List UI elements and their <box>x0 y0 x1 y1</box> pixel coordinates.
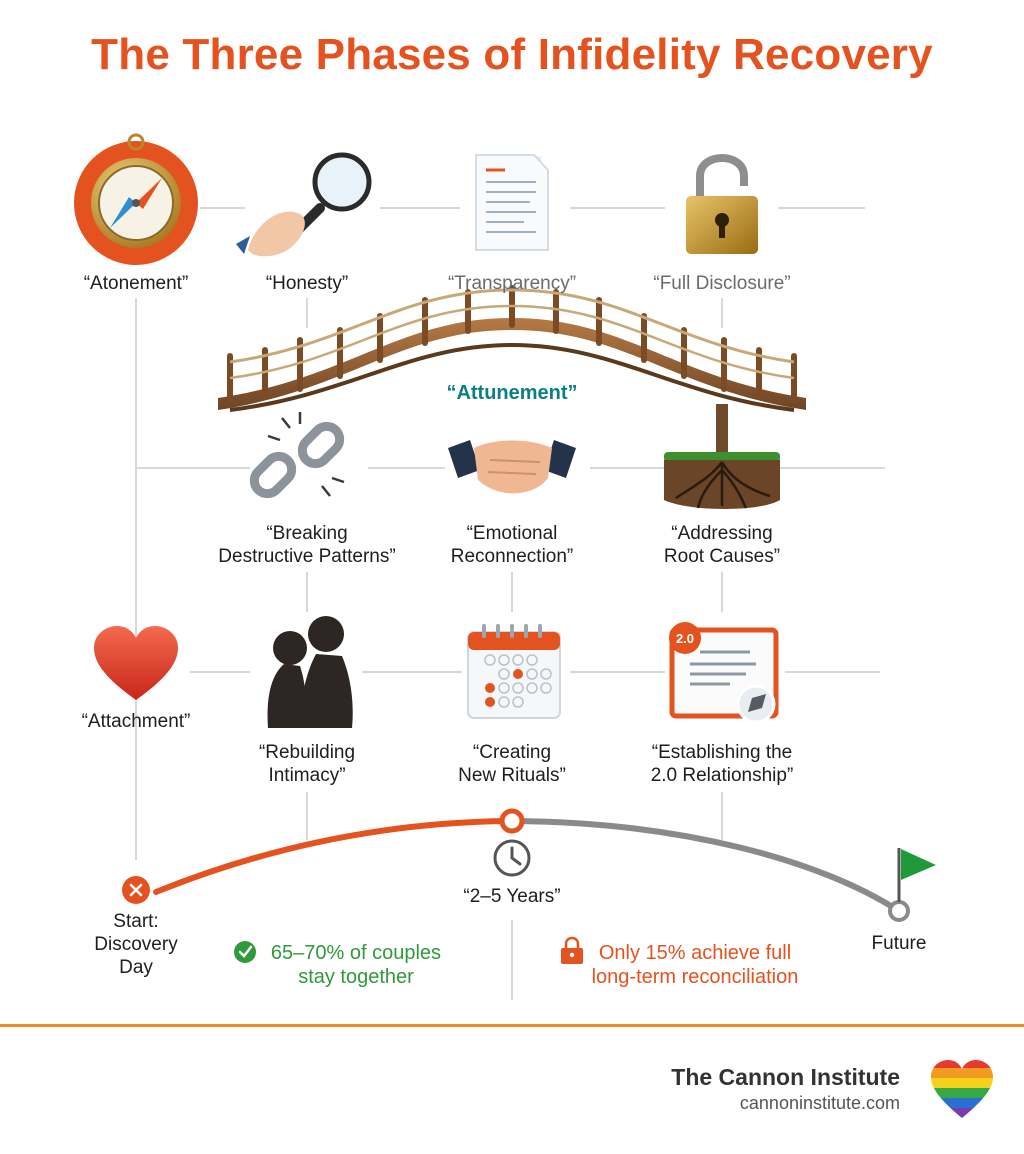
timeline <box>122 808 936 964</box>
phase2-title: “Attunement” <box>446 382 578 404</box>
calendar-icon <box>467 624 561 719</box>
padlock-icon <box>686 154 758 254</box>
compass-icon <box>74 133 198 265</box>
certificate-badge: 2.0 <box>676 631 694 646</box>
document-icon <box>475 154 549 251</box>
brand-name: The Cannon Institute <box>671 1064 900 1090</box>
rainbow-heart-icon <box>931 1060 993 1118</box>
node-label-honesty: “Honesty” <box>265 273 349 294</box>
timeline-start-label: Start: Discovery Day <box>94 911 178 978</box>
bridge-icon <box>218 285 806 412</box>
connector-lines <box>135 207 885 1000</box>
node-label-emotional-reconnection: “Emotional Reconnection” <box>450 523 574 567</box>
tree-roots-icon <box>664 404 780 509</box>
clock-icon <box>493 839 531 877</box>
node-label-atonement: “Atonement” <box>83 273 189 294</box>
node-label-full-disclosure: “Full Disclosure” <box>653 273 791 294</box>
node-label-breaking-patterns: “Breaking Destructive Patterns” <box>218 523 396 567</box>
broken-chain-icon <box>249 412 345 499</box>
node-label-attachment: “Attachment” <box>81 711 191 732</box>
checkmark-icon <box>234 941 256 963</box>
timeline-mid-label: “2–5 Years” <box>463 886 561 907</box>
lock-warning-icon <box>561 936 583 964</box>
certificate-icon: 2.0 <box>669 622 779 724</box>
couple-silhouette-icon <box>267 616 353 728</box>
node-label-root-causes: “Addressing Root Causes” <box>663 523 781 567</box>
heart-icon <box>94 626 178 700</box>
flag-icon <box>897 848 936 902</box>
magnifying-glass-icon <box>236 152 372 257</box>
node-label-new-rituals: “Creating New Rituals” <box>458 742 566 786</box>
start-marker-icon <box>122 876 150 904</box>
node-label-transparency: “Transparency” <box>447 273 577 294</box>
stat-full-reconciliation: Only 15% achieve full long-term reconcil… <box>591 942 799 988</box>
stat-stay-together: 65–70% of couples stay together <box>270 942 442 988</box>
brand-url: cannoninstitute.com <box>739 1093 900 1113</box>
timeline-end-label: Future <box>871 933 927 954</box>
footer-divider <box>0 1024 1024 1027</box>
midpoint-marker <box>499 808 525 834</box>
node-label-relationship-2-0: “Establishing the 2.0 Relationship” <box>650 742 794 786</box>
end-marker <box>888 900 910 922</box>
handshake-icon <box>448 440 576 494</box>
brand-block: The Cannon Institute cannoninstitute.com <box>671 1064 900 1114</box>
page-title: The Three Phases of Infidelity Recovery <box>91 30 933 79</box>
node-label-rebuilding-intimacy: “Rebuilding Intimacy” <box>258 742 356 786</box>
